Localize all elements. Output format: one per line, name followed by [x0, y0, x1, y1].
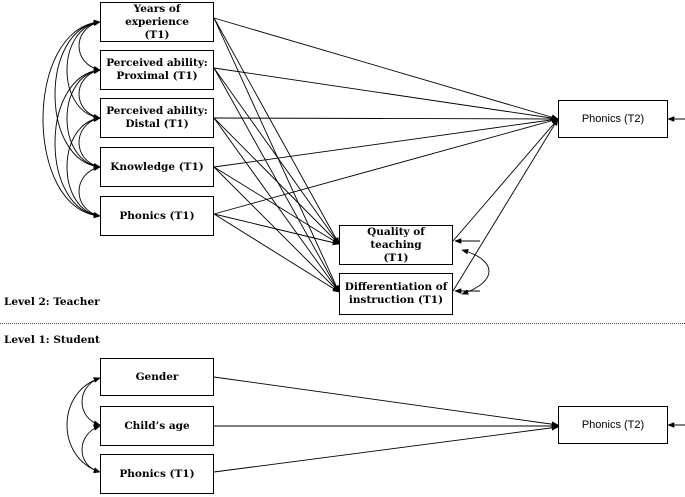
level-divider [0, 323, 685, 324]
covariance-gender-age [81, 377, 101, 426]
node-gender: Gender [100, 358, 214, 396]
path-experience-to-phonics-t2 [213, 17, 559, 120]
node-perceived-ability-proximal: Perceived ability: Proximal (T1) [100, 50, 214, 90]
path-differentiation-to-phonics-t2 [452, 118, 559, 292]
path-proximal-to-phonics-t2 [213, 67, 559, 121]
covariance-predictor-2-3 [78, 116, 101, 169]
node-phonics-t2-teacher: Phonics (T2) [558, 100, 668, 138]
node-differentiation-of-instruction: Differentiation of instruction (T1) [339, 273, 453, 315]
covariance-predictor-2-4 [66, 116, 101, 218]
path-phonics-t1-to-differentiation [213, 213, 340, 293]
covariance-predictor-1-4 [54, 67, 101, 219]
node-knowledge: Knowledge (T1) [100, 147, 214, 187]
covariance-gender-phonics [66, 377, 101, 473]
path-proximal-to-differentiation [213, 67, 340, 293]
covariance-predictor-0-1 [78, 20, 101, 72]
covariance-age-phonics [81, 425, 101, 474]
node-quality-of-teaching: Quality of teaching (T1) [339, 225, 453, 265]
covariance-quality-differentiation [461, 248, 490, 295]
path-experience-to-differentiation [213, 17, 340, 293]
path-distal-to-phonics-t2 [213, 116, 559, 122]
path-knowledge-to-differentiation [213, 166, 340, 293]
node-phonics-t2-student: Phonics (T2) [558, 406, 668, 444]
level-2-label: Level 2: Teacher [4, 296, 100, 308]
level-1-label: Level 1: Student [4, 334, 100, 346]
path-experience-to-quality [213, 17, 340, 245]
path-gender-to-phonics-t2 [213, 376, 559, 427]
covariance-predictor-1-3 [66, 68, 101, 169]
path-phonics-t1-to-quality [213, 213, 340, 246]
path-phonics-t1-to-phonics-t2 [213, 425, 559, 473]
node-phonics-t1-student: Phonics (T1) [100, 454, 214, 494]
path-proximal-to-quality [213, 67, 340, 245]
path-knowledge-to-phonics-t2 [213, 117, 559, 168]
covariance-predictor-3-4 [78, 165, 101, 218]
covariance-predictor-0-3 [54, 19, 101, 170]
path-distal-to-quality [213, 117, 340, 245]
covariance-predictor-0-4 [42, 19, 101, 219]
node-perceived-ability-distal: Perceived ability: Distal (T1) [100, 98, 214, 138]
node-years-of-experience: Years of experience (T1) [100, 2, 214, 42]
path-phonics-t1-to-phonics-t2 [213, 117, 559, 215]
path-knowledge-to-quality [213, 166, 340, 245]
covariance-predictor-1-2 [78, 68, 101, 120]
node-phonics-t1-teacher: Phonics (T1) [100, 196, 214, 236]
covariance-predictor-0-2 [66, 20, 101, 120]
path-quality-to-phonics-t2 [452, 118, 559, 242]
node-childs-age: Child’s age [100, 406, 214, 446]
